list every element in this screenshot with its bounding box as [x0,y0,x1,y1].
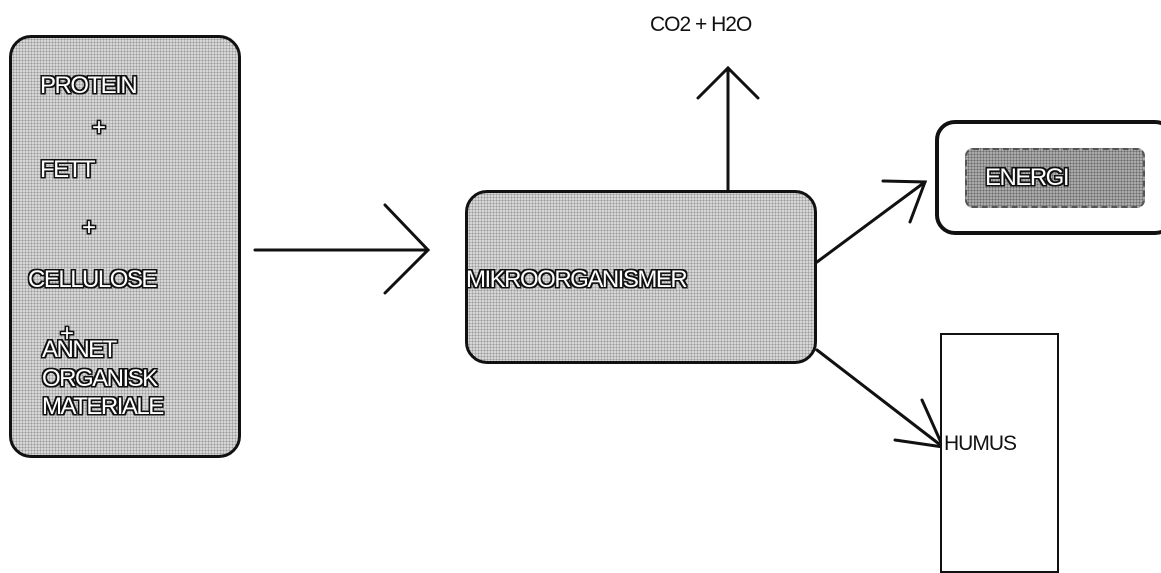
arrow-micro-to-humus [815,348,945,449]
plus-sign: + [82,214,96,241]
label-mikroorganismer: MIKROORGANISMER [466,266,688,293]
arrow-micro-to-energi [815,180,927,264]
label-annet: ANNET [42,336,117,363]
arrowhead-micro-to-energi [881,179,928,224]
label-humus: HUMUS [944,432,1017,455]
label-fett: FETT [40,156,96,183]
diagram-arrows [253,65,946,449]
arrowhead-inputs-to-micro [383,203,431,295]
microorganisms-box [465,190,817,364]
humus-box [940,333,1059,573]
label-energi: ENERGI [985,164,1070,191]
label-cellulose: CELLULOSE [28,266,157,293]
plus-sign: + [60,320,74,347]
inputs-box [9,35,241,458]
plus-sign: + [92,114,106,141]
label-materiale: MATERIALE [42,393,164,420]
energi-inner-box [965,148,1145,208]
arrowhead-micro-to-gas [696,65,760,100]
label-organisk: ORGANISK [42,365,158,392]
label-co2-h2o: CO2 + H2O [650,13,752,36]
label-protein: PROTEIN [40,72,138,99]
